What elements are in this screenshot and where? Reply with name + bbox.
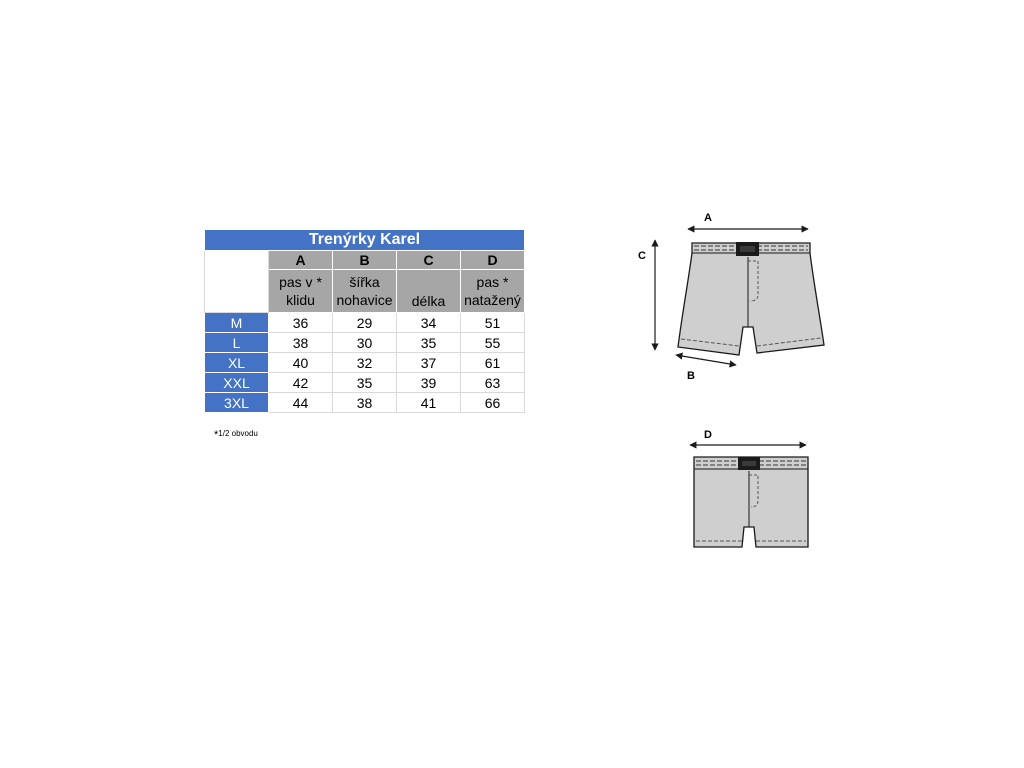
label-line: natažený bbox=[464, 292, 521, 308]
label-line: šířka bbox=[349, 274, 380, 290]
label-row: pas v * klidu šířka nohavice délka pas * na… bbox=[205, 269, 525, 313]
value-cell: 36 bbox=[268, 312, 333, 333]
table-row: XL 40 32 37 61 bbox=[204, 352, 525, 373]
size-cell: XXL bbox=[204, 372, 269, 393]
value-cell: 38 bbox=[268, 332, 333, 353]
value-cell: 29 bbox=[332, 312, 397, 333]
value-cell: 42 bbox=[268, 372, 333, 393]
label-line: nohavice bbox=[336, 292, 393, 308]
dimension-label-c: C bbox=[638, 250, 646, 262]
corner-cell bbox=[204, 250, 269, 313]
label-line: pas v * bbox=[279, 274, 322, 290]
value-cell: 40 bbox=[268, 352, 333, 373]
column-label-a: pas v * klidu bbox=[268, 269, 333, 313]
value-cell: 39 bbox=[396, 372, 461, 393]
label-line: klidu bbox=[286, 292, 315, 308]
table-row: L 38 30 35 55 bbox=[204, 332, 525, 353]
value-cell: 63 bbox=[460, 372, 525, 393]
dimension-label-d: D bbox=[704, 429, 712, 441]
value-cell: 55 bbox=[460, 332, 525, 353]
value-cell: 37 bbox=[396, 352, 461, 373]
dimension-label-a: A bbox=[704, 212, 712, 224]
value-cell: 38 bbox=[332, 392, 397, 413]
column-label-b: šířka nohavice bbox=[332, 269, 397, 313]
shorts-diagram-bottom: D bbox=[689, 429, 809, 548]
size-cell: 3XL bbox=[204, 392, 269, 413]
shorts-outline bbox=[677, 242, 825, 356]
size-cell: XL bbox=[204, 352, 269, 373]
dimension-arrow-b bbox=[675, 352, 737, 368]
table-row: 3XL 44 38 41 66 bbox=[204, 392, 525, 413]
value-cell: 32 bbox=[332, 352, 397, 373]
letter-row: A B C D bbox=[204, 250, 525, 313]
column-letter-b: B bbox=[332, 250, 397, 270]
footnote-text: 1/2 obvodu bbox=[218, 429, 258, 438]
value-cell: 35 bbox=[332, 372, 397, 393]
value-cell: 61 bbox=[460, 352, 525, 373]
column-letter-a: A bbox=[268, 250, 333, 270]
value-cell: 35 bbox=[396, 332, 461, 353]
shorts-outline bbox=[693, 456, 809, 548]
column-label-c: délka bbox=[396, 269, 461, 313]
value-cell: 34 bbox=[396, 312, 461, 333]
value-cell: 44 bbox=[268, 392, 333, 413]
table-row: XXL 42 35 39 63 bbox=[204, 372, 525, 393]
value-cell: 51 bbox=[460, 312, 525, 333]
footnote: *1/2 obvodu bbox=[214, 429, 258, 441]
value-cell: 30 bbox=[332, 332, 397, 353]
dimension-label-b: B bbox=[687, 370, 695, 382]
column-label-d: pas * natažený bbox=[460, 269, 525, 313]
size-table: Trenýrky Karel A B C D pas v * klidu šířk… bbox=[204, 229, 525, 413]
size-cell: L bbox=[204, 332, 269, 353]
size-cell: M bbox=[204, 312, 269, 333]
footnote-asterisk: * bbox=[214, 429, 219, 441]
label-line: délka bbox=[411, 293, 446, 309]
column-letter-c: C bbox=[396, 250, 461, 270]
shorts-diagram-top: A C B bbox=[638, 212, 825, 382]
value-cell: 41 bbox=[396, 392, 461, 413]
table-row: M 36 29 34 51 bbox=[204, 312, 525, 333]
column-letter-d: D bbox=[460, 250, 525, 270]
value-cell: 66 bbox=[460, 392, 525, 413]
label-line: pas * bbox=[476, 274, 509, 290]
table-title: Trenýrky Karel bbox=[204, 229, 525, 251]
